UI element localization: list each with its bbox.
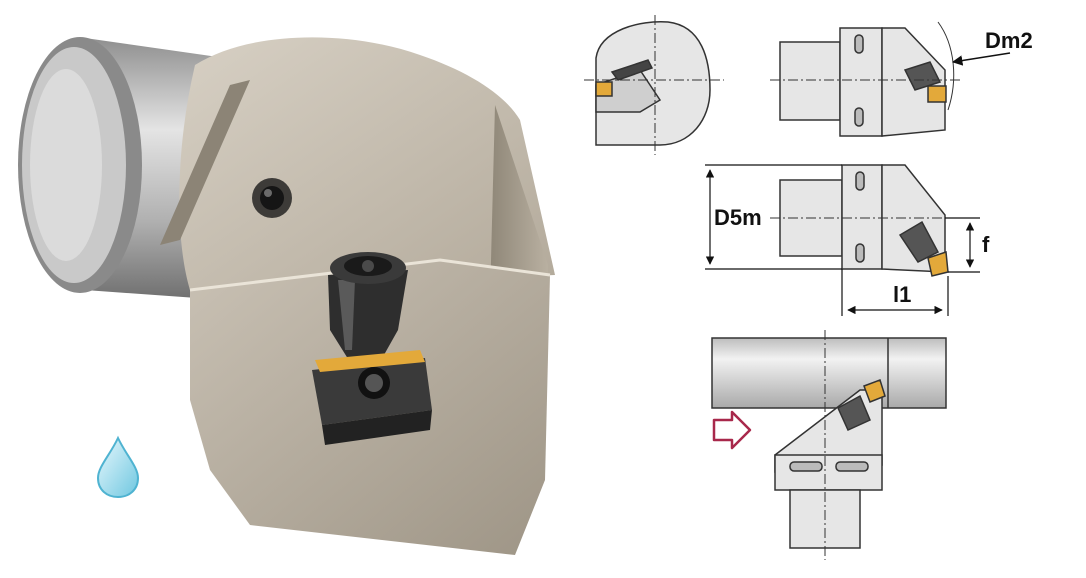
drawing-front-view <box>584 15 724 155</box>
dm2-leader <box>951 52 1011 66</box>
tool-body-top <box>179 37 555 290</box>
outline-arrow-right-icon <box>712 410 752 450</box>
f-label: f <box>982 232 990 257</box>
coolant-port <box>252 178 292 218</box>
tool-photo <box>18 37 555 555</box>
workpiece-bar <box>711 337 947 409</box>
water-drop-icon <box>96 435 140 499</box>
l1-dimension <box>841 269 949 316</box>
d5m-label: D5m <box>714 205 762 230</box>
f-dimension <box>945 217 980 273</box>
tool-body-groove <box>160 80 250 245</box>
clamp-screw <box>328 252 408 362</box>
drawing-application-view <box>711 330 947 560</box>
d5m-dimension <box>705 164 842 270</box>
turning-insert <box>312 350 432 445</box>
l1-label: l1 <box>893 282 911 307</box>
drawing-top-view <box>770 164 960 277</box>
drawing-side-view <box>770 21 960 137</box>
dm2-label: Dm2 <box>985 28 1033 53</box>
